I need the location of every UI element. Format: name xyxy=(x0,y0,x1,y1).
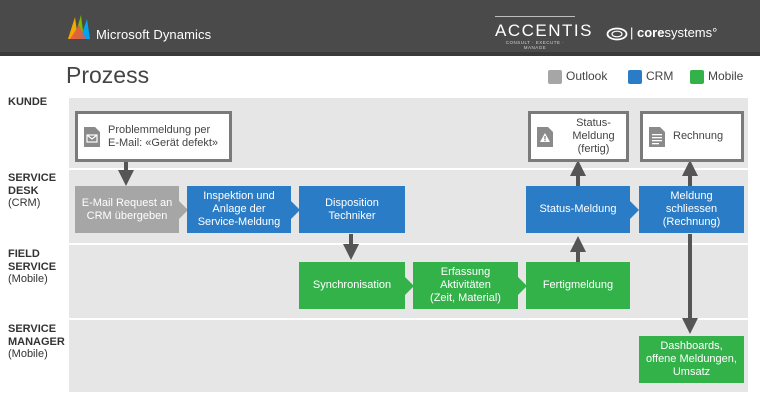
email-request-line2: CRM übergeben xyxy=(86,209,168,222)
lane-service-manager xyxy=(69,320,748,392)
accentis-tagline: CONSULT · EXECUTE · MANAGE xyxy=(505,40,565,50)
lane-service-desk-sub: (CRM) xyxy=(8,197,41,209)
lane-kunde-title: KUNDE xyxy=(8,96,48,108)
microsoft-dynamics-logo xyxy=(68,15,90,39)
lane-field-service-title-1: FIELD xyxy=(8,248,40,260)
status-kunde-line3: (fertig) xyxy=(577,143,610,155)
coresystems-suffix: systems xyxy=(664,25,713,40)
erfassung-line1: Erfassung xyxy=(440,266,491,278)
lane-service-manager-sub: (Mobile) xyxy=(8,348,48,360)
dashboards-line1: Dashboards, xyxy=(660,340,723,352)
fertigmeldung-line1: Fertigmeldung xyxy=(542,279,614,291)
synchronisation-line1: Synchronisation xyxy=(312,279,392,291)
document-icon xyxy=(649,126,665,147)
dashboards-line2: offene Meldungen, xyxy=(646,353,737,365)
coresystems-logo-icon xyxy=(606,27,628,41)
lane-service-manager-title-1: SERVICE xyxy=(8,323,57,335)
page-title: Prozess xyxy=(66,62,150,88)
header-bar xyxy=(0,0,760,56)
box-problemmeldung: Problemmeldung per E-Mail: «Gerät defekt… xyxy=(75,111,232,162)
inspektion-line2: Anlage der xyxy=(212,203,266,215)
box-email-request: E-Mail Request an CRM übergeben xyxy=(75,186,188,233)
box-erfassung: Erfassung Aktivitäten (Zeit, Material) xyxy=(413,262,527,309)
legend-swatch-mobile xyxy=(690,70,704,84)
schliessen-line2: schliessen xyxy=(665,203,718,215)
schliessen-line1: Meldung xyxy=(670,190,713,202)
box-status-meldung-kunde: Status- Meldung (fertig) xyxy=(528,111,629,162)
box-fertigmeldung: Fertigmeldung xyxy=(526,262,630,309)
status-kunde-line2: Meldung xyxy=(572,130,615,142)
lane-label-kunde: KUNDE xyxy=(8,96,47,109)
legend-label-crm: CRM xyxy=(646,69,674,83)
box-inspektion: Inspektion und Anlage der Service-Meldun… xyxy=(187,186,300,233)
inspektion-line3: Service-Meldung xyxy=(197,216,281,228)
lane-label-service-manager: SERVICE MANAGER (Mobile) xyxy=(8,323,65,361)
disposition-line2: Techniker xyxy=(328,209,376,222)
inspektion-line1: Inspektion und xyxy=(203,190,275,202)
accentis-brand: ACCENTIS xyxy=(495,21,593,40)
lane-field-service-sub: (Mobile) xyxy=(8,273,48,285)
box-disposition: Disposition Techniker xyxy=(299,186,405,233)
problemmeldung-line1: Problemmeldung per xyxy=(108,123,211,136)
coresystems-prefix: core xyxy=(637,25,665,40)
box-rechnung: Rechnung xyxy=(640,111,744,162)
microsoft-dynamics-brand: Microsoft Dynamics xyxy=(96,27,212,42)
lane-service-desk-title-2: DESK xyxy=(8,184,39,197)
disposition-line1: Disposition xyxy=(325,196,379,209)
lane-label-field-service: FIELD SERVICE (Mobile) xyxy=(8,248,56,286)
rechnung-line1: Rechnung xyxy=(673,130,724,142)
erfassung-line2: Aktivitäten xyxy=(440,279,491,291)
lane-service-desk-title-1: SERVICE xyxy=(8,172,57,184)
lane-field-service-title-2: SERVICE xyxy=(8,260,57,273)
lane-label-service-desk: SERVICE DESK (CRM) xyxy=(8,172,56,210)
legend-swatch-crm xyxy=(628,70,642,84)
legend-swatch-outlook xyxy=(548,70,562,84)
warning-icon xyxy=(537,126,553,147)
box-status-meldung-desk: Status-Meldung xyxy=(526,186,639,233)
problemmeldung-line2: E-Mail: «Gerät defekt» xyxy=(108,136,219,149)
box-synchronisation: Synchronisation xyxy=(299,262,414,309)
schliessen-line3: (Rechnung) xyxy=(662,216,721,228)
legend-label-outlook: Outlook xyxy=(566,69,608,83)
coresystems-brand: | coresystems° xyxy=(630,25,718,40)
box-meldung-schliessen: Meldung schliessen (Rechnung) xyxy=(639,186,744,233)
lane-service-manager-title-2: MANAGER xyxy=(8,335,65,348)
status-desk-line1: Status-Meldung xyxy=(539,203,617,215)
accentis-logo xyxy=(495,16,575,50)
status-kunde-line1: Status- xyxy=(576,117,611,129)
envelope-icon xyxy=(84,126,100,147)
erfassung-line3: (Zeit, Material) xyxy=(430,292,501,304)
box-dashboards: Dashboards, offene Meldungen, Umsatz xyxy=(639,336,744,383)
email-request-line1: E-Mail Request an xyxy=(81,196,173,209)
legend-label-mobile: Mobile xyxy=(708,69,744,83)
dashboards-line3: Umsatz xyxy=(672,366,711,378)
